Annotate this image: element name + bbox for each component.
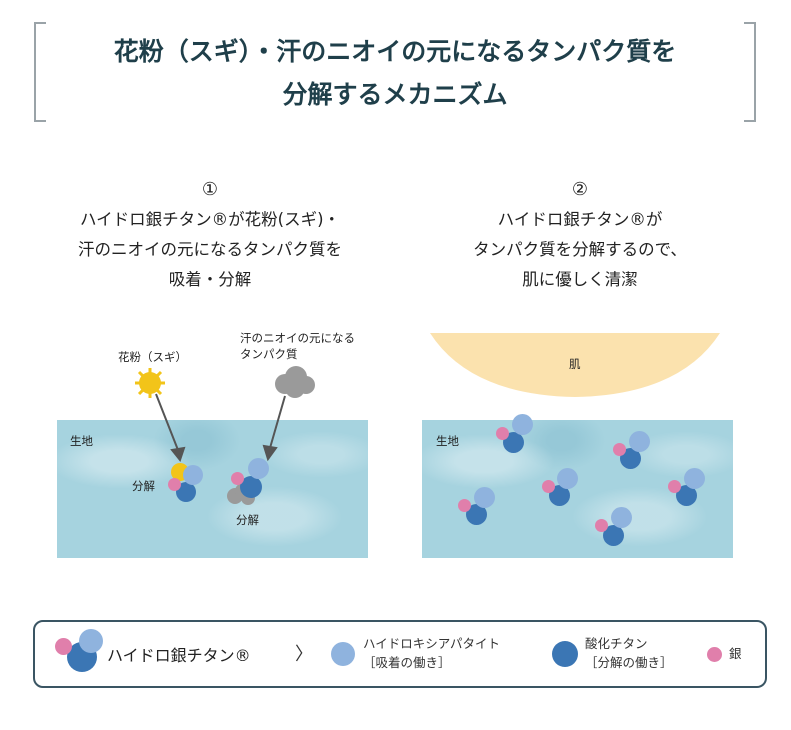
hydroxyapatite-molecule (611, 507, 632, 528)
silver-molecule (496, 427, 509, 440)
title-left-bracket (34, 22, 46, 122)
silver-molecule (542, 480, 555, 493)
legend-chevron-icon: 〉 (295, 644, 313, 665)
skin-shape (430, 333, 720, 397)
legend-hydroxyapatite-icon (331, 642, 355, 666)
titanium-oxide-molecule (549, 485, 570, 506)
protein-arrowhead (262, 444, 278, 462)
arrows-overlay (155, 393, 286, 463)
protein-arrow (269, 395, 286, 449)
fabric-label-2: 生地 (436, 434, 459, 448)
protein-label-line-1: 汗のニオイの元になる (240, 331, 355, 345)
protein-cloud-icon (275, 366, 315, 398)
legend-titanium-oxide-text: 酸化チタン ［分解の働き］ (585, 634, 673, 672)
title-frame: 花粉（スギ）・汗のニオイの元になるタンパク質を 分解するメカニズム (34, 22, 756, 122)
hydroxyapatite-molecule (512, 414, 533, 435)
step1-line-3: 吸着・分解 (168, 270, 252, 289)
hydroxyapatite-molecule (183, 465, 203, 485)
legend-hydroxyapatite-text: ハイドロキシアパタイト ［吸着の働き］ (363, 634, 500, 672)
step1-line-1: ハイドロ銀チタン®が花粉(スギ)・ (79, 210, 341, 229)
hydroxyapatite-molecule (248, 458, 269, 479)
titanium-oxide-molecule (240, 476, 262, 498)
legend-ha-line-1: ハイドロキシアパタイト (363, 636, 501, 651)
titanium-oxide-molecule (603, 525, 624, 546)
step2-number: ② (571, 179, 589, 200)
title-line-2: 分解するメカニズム (282, 80, 508, 109)
pollen-arrow (155, 393, 179, 451)
hydroxyapatite-molecule (79, 629, 103, 653)
step2-line-2: タンパク質を分解するので、 (473, 240, 687, 259)
silver-molecule (231, 472, 244, 485)
titanium-oxide-molecule (176, 482, 196, 502)
silver-molecule (668, 480, 681, 493)
titanium-oxide-molecule (466, 504, 487, 525)
legend-silver-icon (707, 647, 722, 662)
legend-titanium-oxide-icon (552, 641, 578, 667)
legend-ti-line-1: 酸化チタン (585, 636, 648, 651)
skin-label: 肌 (569, 357, 581, 371)
decompose-label-b: 分解 (236, 513, 259, 527)
legend-silver-label: 銀 (729, 646, 742, 661)
titanium-oxide-molecule (620, 448, 641, 469)
silver-molecule (595, 519, 608, 532)
silver-molecule (458, 499, 471, 512)
silver-molecule (613, 443, 626, 456)
step2-heading: ② ハイドロ銀チタン®が タンパク質を分解するので、 肌に優しく清潔 (410, 175, 750, 295)
title-line-1: 花粉（スギ）・汗のニオイの元になるタンパク質を (113, 37, 677, 66)
title-right-bracket (744, 22, 756, 122)
hydroxyapatite-molecule (557, 468, 578, 489)
fabric-label-1: 生地 (70, 434, 93, 448)
step2-line-1: ハイドロ銀チタン®が (497, 210, 663, 229)
pollen-arrowhead (170, 446, 186, 463)
pollen-label: 花粉（スギ） (118, 350, 187, 364)
silver-molecule (168, 478, 181, 491)
legend-ha-line-2: ［吸着の働き］ (363, 655, 451, 670)
protein-label: 汗のニオイの元になる タンパク質 (240, 330, 355, 362)
titanium-oxide-molecule (676, 485, 697, 506)
titanium-oxide-molecule (503, 432, 524, 453)
hydroxyapatite-molecule (474, 487, 495, 508)
step2-line-3: 肌に優しく清潔 (522, 270, 638, 289)
hydroxyapatite-molecule (629, 431, 650, 452)
step1-line-2: 汗のニオイの元になるタンパク質を (78, 240, 342, 259)
step1-heading: ① ハイドロ銀チタン®が花粉(スギ)・ 汗のニオイの元になるタンパク質を 吸着・… (40, 175, 380, 295)
pollen-icon (135, 368, 165, 398)
legend-box: ハイドロ銀チタン® 〉 ハイドロキシアパタイト ［吸着の働き］ 酸化チタン ［分… (33, 620, 767, 688)
legend-ti-line-2: ［分解の働き］ (585, 655, 673, 670)
legend-main-label: ハイドロ銀チタン® (107, 646, 251, 665)
protein-label-line-2: タンパク質 (240, 347, 298, 361)
step1-number: ① (201, 179, 219, 200)
decompose-label-a: 分解 (132, 479, 155, 493)
fabric-panel-1 (57, 420, 368, 558)
silver-molecule (55, 638, 72, 655)
hydroxyapatite-molecule (684, 468, 705, 489)
